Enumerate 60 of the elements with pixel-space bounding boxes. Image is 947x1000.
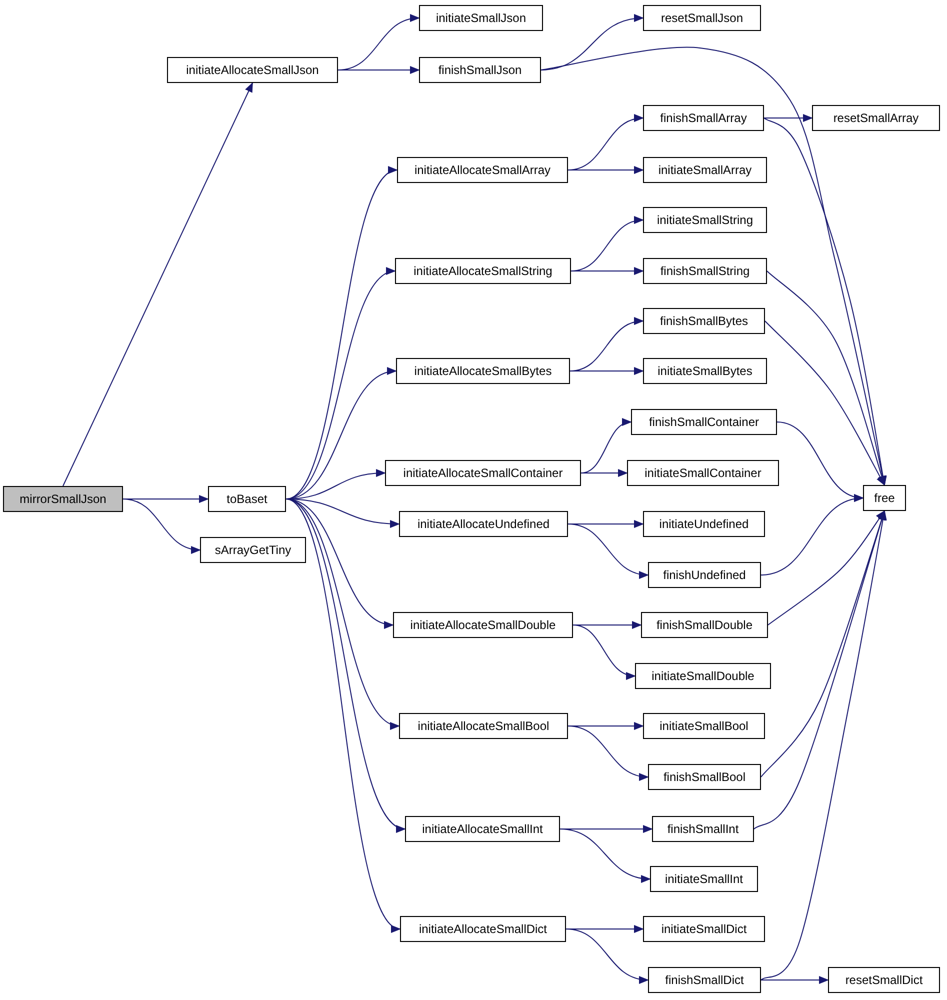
function-box: initiateUndefined (643, 511, 765, 537)
arrow (760, 976, 829, 984)
function-box: finishSmallBytes (643, 308, 765, 334)
function-box: initiateAllocateUndefined (399, 511, 568, 537)
function-box: initiateSmallInt (650, 866, 758, 892)
function-box: initiateAllocateSmallBool (399, 713, 568, 739)
function-box: initiateAllocateSmallJson (167, 57, 338, 83)
function-box: initiateAllocateSmallDouble (393, 612, 573, 638)
arrow (62, 82, 253, 486)
function-box: initiateSmallContainer (627, 460, 779, 486)
arrow (768, 510, 886, 626)
function-box: initiateSmallDouble (635, 663, 771, 689)
function-box: finishSmallString (643, 258, 767, 284)
arrow (764, 114, 813, 122)
function-box: finishSmallInt (652, 816, 754, 842)
arrow (766, 270, 886, 486)
function-box: toBaset (208, 486, 286, 512)
function-box: finishSmallJson (419, 57, 541, 83)
function-box: mirrorSmallJson (3, 486, 123, 512)
function-box: initiateAllocateSmallInt (405, 816, 560, 842)
arrow (760, 510, 887, 980)
function-box: initiateSmallJson (419, 5, 543, 31)
arrow (764, 118, 887, 486)
arrow (540, 14, 644, 70)
function-box: initiateSmallArray (643, 157, 767, 183)
arrow (760, 495, 864, 576)
function-box: finishUndefined (648, 562, 761, 588)
function-box: initiateSmallBool (643, 713, 765, 739)
function-box: resetSmallDict (828, 967, 940, 993)
function-box: initiateAllocateSmallDict (400, 916, 566, 942)
function-box: initiateAllocateSmallContainer (385, 460, 581, 486)
arrow (568, 726, 649, 780)
function-box: resetSmallJson (643, 5, 761, 31)
function-box: finishSmallDouble (641, 612, 768, 638)
arrow (568, 524, 649, 578)
arrow (570, 267, 644, 275)
arrow (580, 469, 628, 477)
arrow (122, 498, 201, 553)
function-box: initiateSmallDict (643, 916, 765, 942)
function-box: finishSmallDict (648, 967, 761, 993)
function-box: initiateSmallString (643, 207, 767, 233)
function-box: finishSmallArray (643, 105, 764, 131)
function-box: finishSmallContainer (631, 409, 777, 435)
function-box: initiateAllocateSmallBytes (396, 358, 570, 384)
function-box: free (863, 485, 906, 511)
arrow (754, 510, 886, 830)
function-box: sArrayGetTiny (200, 537, 306, 563)
function-box: initiateAllocateSmallArray (397, 157, 568, 183)
arrow (338, 66, 420, 74)
arrow (580, 420, 632, 474)
function-box: initiateAllocateSmallString (395, 258, 571, 284)
arrow (570, 367, 644, 375)
arrow (572, 624, 636, 679)
arrow (568, 166, 644, 174)
function-box: initiateSmallBytes (643, 358, 767, 384)
arrow (764, 320, 885, 486)
arrow (566, 928, 649, 984)
arrow (560, 828, 651, 882)
function-box: resetSmallArray (812, 105, 940, 131)
function-box: finishSmallBool (648, 764, 761, 790)
